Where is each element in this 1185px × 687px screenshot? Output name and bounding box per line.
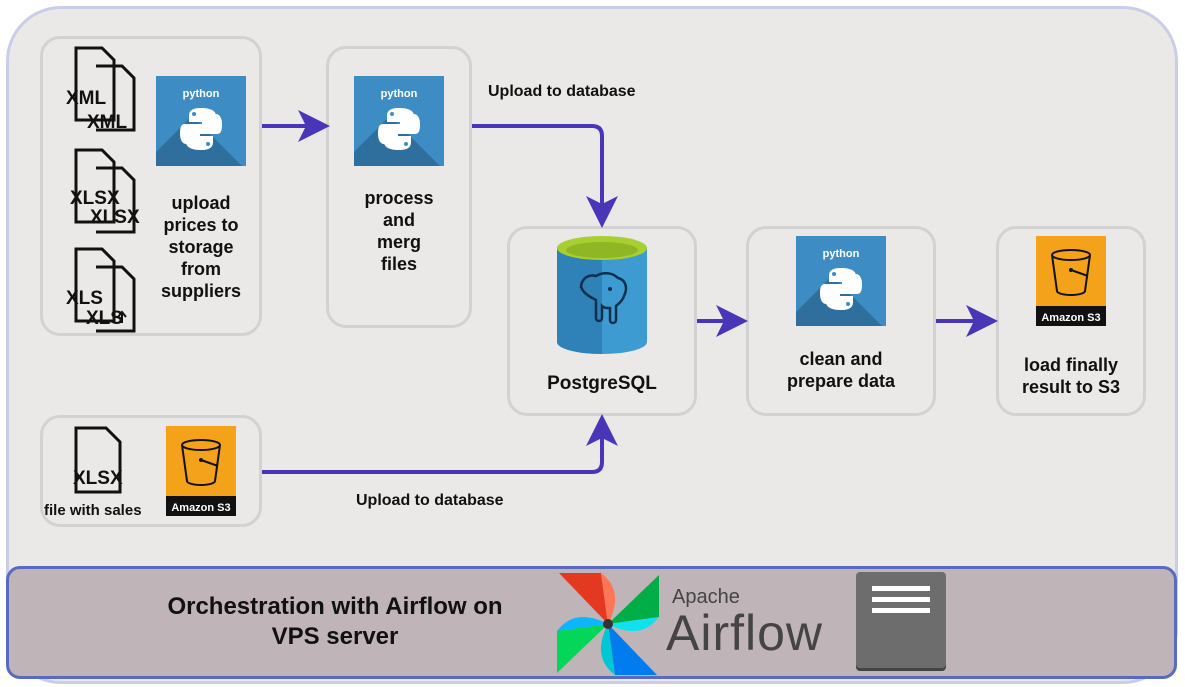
xlsx-file-icon [74, 426, 122, 494]
server-icon [856, 572, 946, 668]
python-icon-label: python [380, 88, 418, 100]
caption-line: clean and [799, 349, 883, 369]
sales-caption: file with sales [44, 502, 142, 519]
orchestration-line: VPS server [271, 623, 399, 650]
server-line [872, 608, 930, 613]
upload-to-database-label-bottom: Upload to database [356, 492, 504, 509]
caption-line: load finally [1023, 355, 1119, 375]
caption-line: suppliers [160, 281, 242, 301]
caption-line: and [382, 210, 415, 230]
amazon-s3-label: Amazon S3 [1041, 312, 1101, 324]
xlsx-file-icon [74, 148, 136, 234]
python-icon-label: python [822, 248, 860, 260]
xml-file-icon [74, 46, 136, 132]
postgres-label: PostgreSQL [547, 373, 657, 394]
caption-line: storage [168, 237, 234, 257]
amazon-s3-icon: Amazon S3 [1036, 236, 1106, 326]
xml-label-b: XML [87, 112, 128, 133]
caption-line: prices to [163, 215, 239, 235]
xls-label-b: XLS [86, 308, 123, 329]
arrow-sales-to-postgres [262, 414, 618, 474]
sources-caption: upload prices to storage from suppliers [150, 192, 252, 302]
caption-line: result to S3 [1021, 377, 1121, 397]
server-line [872, 597, 930, 602]
caption-line: files [380, 254, 418, 274]
clean-caption: clean and prepare data [756, 348, 926, 392]
amazon-s3-label: Amazon S3 [171, 502, 231, 514]
xlsx-label-b: XLSX [90, 207, 140, 228]
server-line [872, 586, 930, 591]
python-icon: python [796, 236, 886, 326]
xls-file-icon [74, 247, 136, 333]
load-caption: load finally result to S3 [1000, 354, 1142, 398]
xml-label-a: XML [66, 88, 107, 109]
caption-line: process [364, 188, 434, 208]
caption-line: upload [171, 193, 231, 213]
xlsx-label-a: XLSX [70, 188, 120, 209]
caption-line: merg [376, 232, 421, 252]
amazon-s3-icon: Amazon S3 [166, 426, 236, 516]
caption-line: prepare data [786, 371, 896, 391]
airflow-logo-icon [557, 573, 659, 675]
orchestration-line: Orchestration with Airflow on [167, 593, 503, 620]
orchestration-title: Orchestration with Airflow on VPS server [130, 592, 540, 652]
python-icon: python [354, 76, 444, 166]
python-icon-label: python [182, 88, 220, 100]
apache-text: Apache [672, 586, 740, 608]
python-icon: python [156, 76, 246, 166]
airflow-text: Airflow [666, 605, 824, 661]
process-caption: process and merg files [344, 187, 454, 275]
upload-to-database-label-top: Upload to database [488, 83, 636, 100]
caption-line: from [181, 259, 221, 279]
xls-label-a: XLS [66, 288, 103, 309]
arrow-process-to-postgres [472, 124, 618, 228]
sales-xlsx-label: XLSX [73, 468, 123, 489]
postgresql-icon [557, 236, 647, 354]
